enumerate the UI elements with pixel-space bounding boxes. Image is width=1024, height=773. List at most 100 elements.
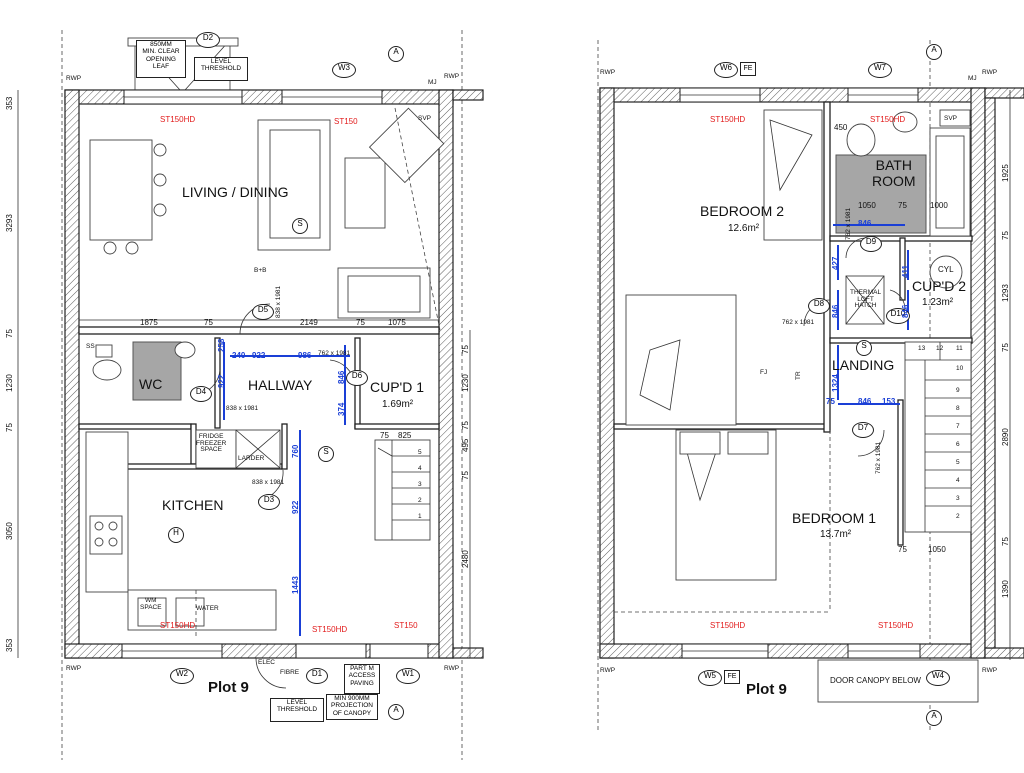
ff-svp-label: SVP	[944, 115, 958, 122]
gf-dim-left-5: 3050	[5, 522, 14, 540]
ff-rwp-tr: RWP	[982, 69, 998, 76]
gf-wall-left	[64, 89, 80, 659]
ff-dim-right-1: 75	[1001, 231, 1010, 240]
tag-w3: W3	[332, 62, 356, 78]
gf-dim-right-5: 2480	[461, 550, 470, 568]
larder-label: LARDER	[238, 455, 265, 462]
gf-dim-right-0: 75	[461, 345, 470, 354]
ff-cupd2-area: 1.23m²	[922, 297, 954, 308]
gf-wall-right	[438, 89, 454, 659]
tag-s-landing: S	[856, 340, 872, 356]
ff-plot-label: Plot 9	[746, 681, 787, 698]
gf-room-kitchen: KITCHEN	[162, 497, 224, 513]
tag-d3: D3	[258, 494, 280, 510]
gf-dim-right-2: 75	[461, 421, 470, 430]
gf-blue-2: 986	[298, 351, 312, 360]
ff-bath-dim-0: 450	[834, 123, 848, 132]
ff-dim-right-5: 75	[1001, 537, 1010, 546]
ff-step-3: 3	[956, 495, 960, 502]
ff-blue-0: 846	[858, 219, 872, 228]
gf-red-2: ST150	[334, 117, 358, 126]
ff-step-9: 9	[956, 387, 960, 394]
gf-room-living: LIVING / DINING	[182, 184, 289, 200]
gf-stair-dim-1: 825	[398, 431, 412, 440]
gf-plot-label: Plot 9	[208, 679, 249, 696]
ff-section-top: A	[926, 44, 942, 60]
ff-bath-dim-3: 1000	[930, 201, 948, 210]
ff-bath-dim-2: 75	[898, 201, 907, 210]
ff-stair-dim-0: 75	[898, 545, 907, 554]
gf-dim-left-0: 353	[5, 96, 14, 110]
tag-d1: D1	[306, 668, 328, 684]
tag-w5: W5	[698, 670, 722, 686]
ff-blue-3: 1324	[831, 374, 840, 392]
gf-blue-9: 258	[217, 338, 226, 352]
gf-red-5: ST150HD	[312, 625, 348, 634]
gf-svp-label: SVP	[418, 115, 432, 122]
gf-section-top: A	[388, 46, 404, 62]
tag-d9: D9	[860, 236, 882, 252]
door-762-ff-a: 762 x 1981	[782, 319, 815, 326]
tag-d10: D10	[886, 308, 910, 324]
tag-h-kitchen: H	[168, 527, 184, 543]
tag-d6: D6	[346, 370, 368, 386]
fe-box-top: FE	[740, 62, 756, 76]
ff-blue-8: 75	[826, 397, 835, 406]
ff-step-8: 8	[956, 405, 960, 412]
gf-red-4: ST150	[394, 621, 418, 630]
gf-blue-7: 846	[337, 370, 346, 384]
ff-section-bottom: A	[926, 710, 942, 726]
tag-d8: D8	[808, 298, 830, 314]
ff-blue-4: 846	[858, 397, 872, 406]
door-762-ff-b: 762 x 1981	[875, 441, 882, 474]
ff-dim-right-4: 2890	[1001, 428, 1010, 446]
tag-w6: W6	[714, 62, 738, 78]
ss-label: SS	[86, 343, 95, 350]
gf-dim-left-3: 1230	[5, 374, 14, 392]
ff-dim-right-2: 1293	[1001, 284, 1010, 302]
ff-step-6: 6	[956, 441, 960, 448]
ff-room-bed1: BEDROOM 1	[792, 510, 877, 526]
ff-red-2: ST150HD	[870, 115, 906, 124]
ff-blue-6: 411	[901, 265, 910, 278]
gf-rwp-tr: RWP	[444, 73, 460, 80]
ff-step-11: 11	[956, 345, 963, 352]
ground-floor-plan	[17, 30, 484, 760]
door-838-b: 838 x 1981	[252, 479, 285, 486]
gf-blue-0: 240	[232, 351, 246, 360]
ff-step-2: 2	[956, 513, 960, 520]
door-762-ff-c: 762 x 1981	[845, 207, 852, 240]
gf-dim-left-1: 3293	[5, 214, 14, 232]
gf-blue-5: 922	[291, 500, 300, 514]
gf-dim-row-0: 1875	[140, 318, 158, 327]
ff-step-13: 13	[918, 345, 926, 352]
gf-dim-row-3: 75	[356, 318, 365, 327]
door-canopy-label: DOOR CANOPY BELOW	[830, 676, 921, 685]
ff-rwp-br: RWP	[982, 667, 998, 674]
ff-blue-2: 846	[831, 304, 840, 318]
gf-stair-dim-0: 75	[380, 431, 389, 440]
gf-red-3: ST150HD	[160, 621, 196, 630]
ff-bed2-area: 12.6m²	[728, 223, 760, 234]
gf-blue-3: 922	[217, 374, 226, 388]
gf-step-3: 3	[418, 481, 422, 488]
ff-blue-7: 846	[901, 304, 910, 318]
ff-dim-right-6: 1390	[1001, 580, 1010, 598]
gf-step-1: 1	[418, 513, 422, 520]
ff-room-bed2: BEDROOM 2	[700, 203, 785, 219]
ff-room-cupd2: CUP'D 2	[912, 278, 967, 294]
door-838-c: 838 x 1981	[275, 285, 282, 318]
ff-step-7: 7	[956, 423, 960, 430]
gf-dim-left-4: 75	[5, 423, 14, 432]
ff-red-3: ST150HD	[710, 621, 746, 630]
tag-d5: D5	[252, 304, 274, 320]
gf-dim-row-2: 2149	[300, 318, 318, 327]
gf-cupd1-area: 1.69m²	[382, 399, 414, 410]
ff-step-10: 10	[956, 365, 964, 372]
gf-dim-row-1: 75	[204, 318, 213, 327]
